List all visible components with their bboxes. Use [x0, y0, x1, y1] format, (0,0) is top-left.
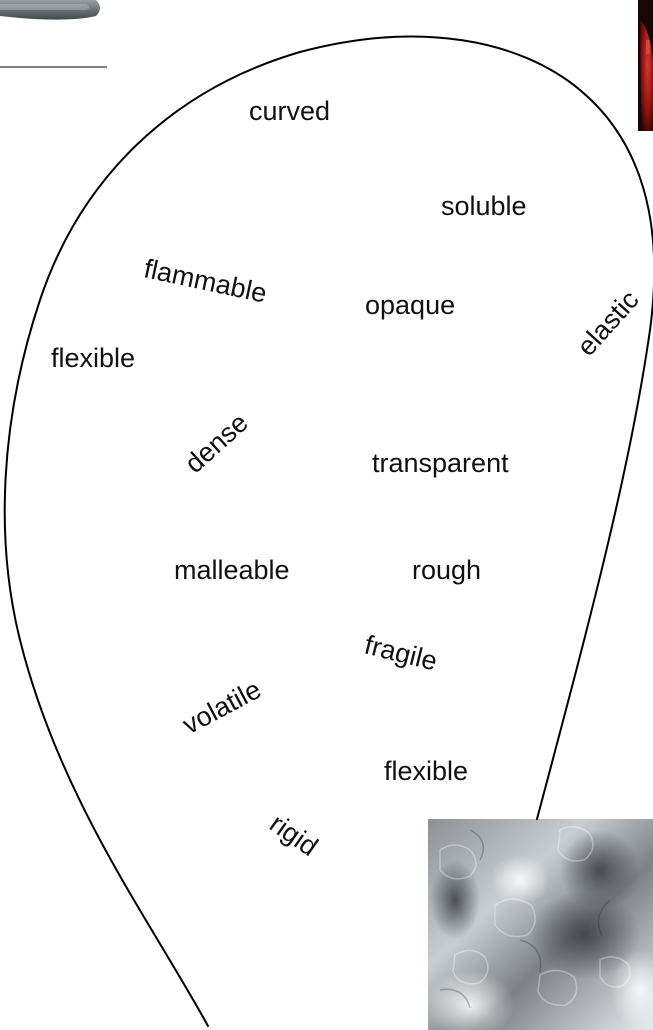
word-soluble: soluble [441, 193, 527, 220]
word-transparent: transparent [372, 450, 509, 477]
word-flexible-1: flexible [51, 345, 135, 372]
word-rough: rough [412, 557, 481, 584]
word-flexible-2: flexible [384, 758, 468, 785]
textured-glass-image [425, 819, 653, 1030]
tool-handle-image [0, 0, 100, 20]
word-curved: curved [249, 98, 330, 125]
word-opaque: opaque [365, 292, 455, 319]
red-object-image [638, 0, 653, 131]
word-malleable: malleable [174, 557, 290, 584]
